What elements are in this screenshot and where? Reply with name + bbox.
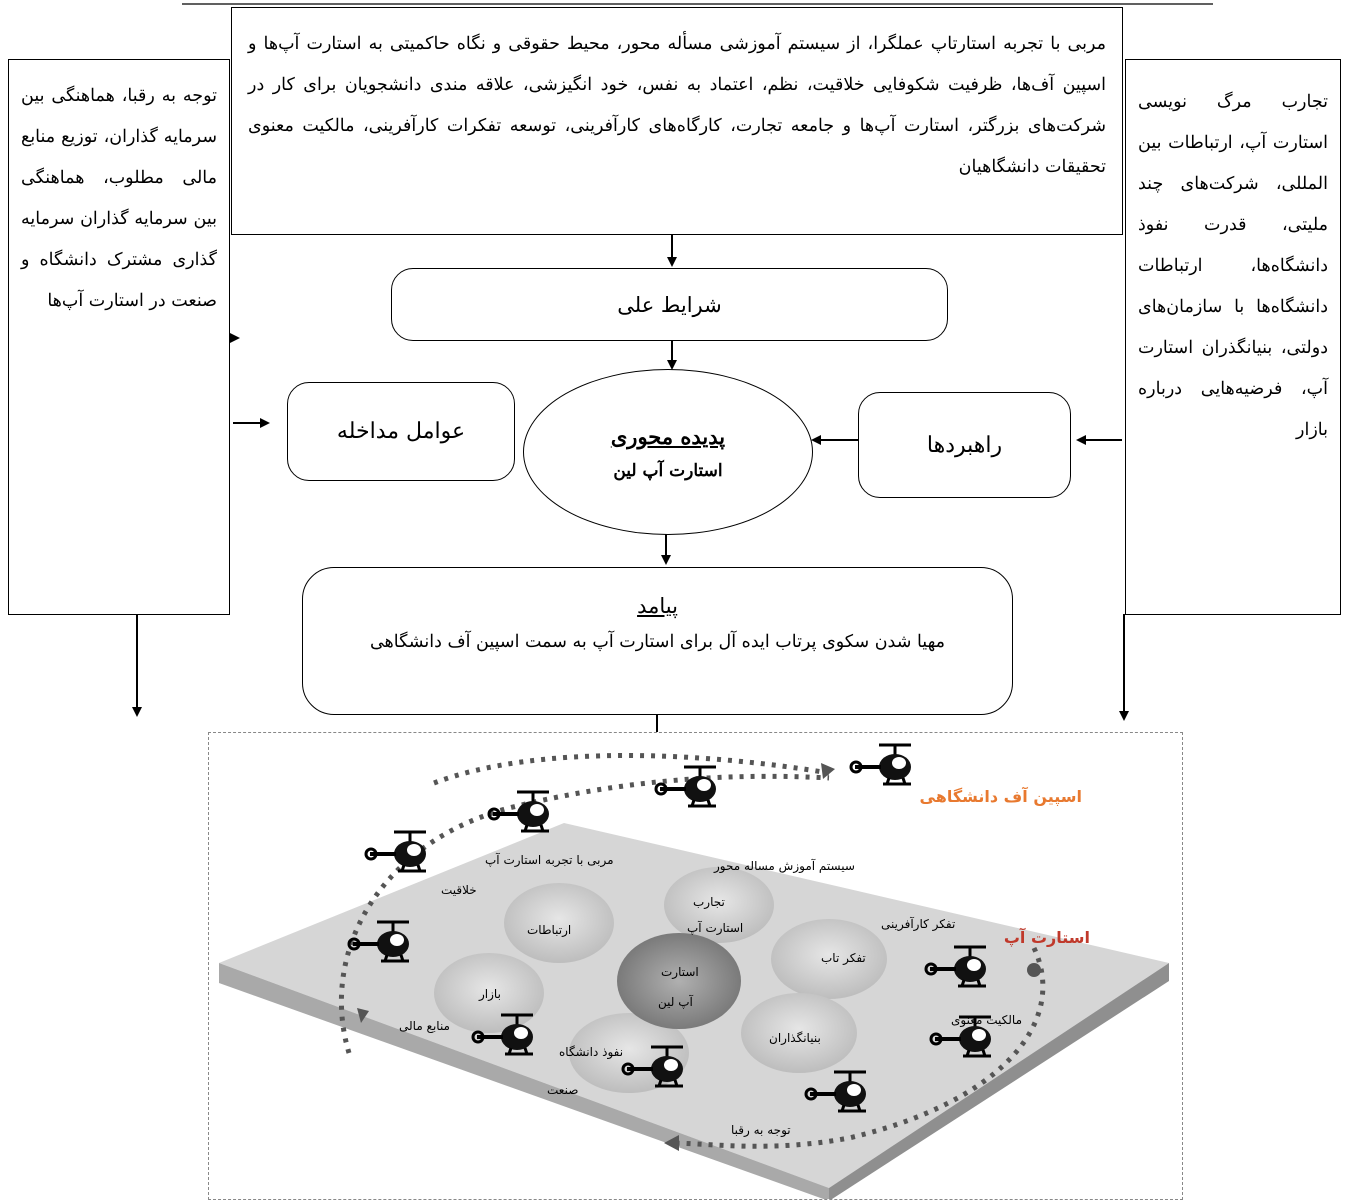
intervening-factors-text: توجه به رقبا، هماهنگی بین سرمایه گذاران،… <box>21 86 217 311</box>
label-relations: ارتباطات <box>527 923 572 937</box>
label-experiences-1: تجارب <box>693 895 725 909</box>
causal-factors-text: مربی با تجربه استارتاپ عملگرا، از سیستم … <box>248 34 1106 177</box>
label-industry: صنعت <box>547 1083 579 1097</box>
label-competitors: توجه به رقبا <box>731 1123 791 1137</box>
label-market: بازار <box>479 987 501 1001</box>
strategy-factors-box: تجارب مرگ نویسی استارت آپ، ارتباطات بین … <box>1125 59 1341 615</box>
strategies-box: راهبردها <box>858 392 1071 498</box>
outcome-text: مهیا شدن سکوی پرتاب ایده آل برای استارت … <box>369 632 946 652</box>
startup-launch-illustration: اسپین آف دانشگاهی استارت آپ مربی با تجرب… <box>208 732 1183 1200</box>
intervening-box: عوامل مداخله <box>287 382 515 481</box>
causal-conditions-label: شرایط علی <box>617 292 722 317</box>
orbit-bottom <box>668 946 1046 1149</box>
label-center-2: آپ لین <box>658 995 693 1009</box>
causal-factors-box: مربی با تجربه استارتاپ عملگرا، از سیستم … <box>231 7 1123 235</box>
orbit-top <box>433 753 830 786</box>
outcome-box: پیامد مهیا شدن سکوی پرتاب ایده آل برای ا… <box>302 567 1013 715</box>
label-univ-influence: نفوذ دانشگاه <box>559 1045 624 1059</box>
core-phenomenon-title: پدیده محوری <box>610 423 726 449</box>
scene-title-spinoff: اسپین آف دانشگاهی <box>919 787 1082 806</box>
label-tab-thinking: تفکر تاب <box>821 951 866 965</box>
label-creativity: خلاقیت <box>441 883 477 897</box>
label-center-1: استارت <box>661 965 699 979</box>
orbit-left <box>339 773 830 1054</box>
scene-title-startup: استارت آپ <box>1003 928 1090 947</box>
intervening-label: عوامل مداخله <box>336 419 466 444</box>
label-intellectual-property: مالکیت معنوی <box>951 1013 1023 1027</box>
strategy-factors-text: تجارب مرگ نویسی استارت آپ، ارتباطات بین … <box>1138 92 1328 440</box>
label-financial: منابع مالی <box>399 1019 450 1033</box>
core-phenomenon-ellipse: پدیده محوری استارت آپ لین <box>523 369 813 535</box>
causal-conditions-box: شرایط علی <box>391 268 948 341</box>
label-mentor: مربی با تجربه استارت آپ <box>485 853 614 867</box>
scene-svg <box>219 743 1169 1199</box>
outcome-title: پیامد <box>637 594 678 618</box>
label-problem-system: سیستم آموزش مساله محور <box>714 859 855 873</box>
core-phenomenon-subtitle: استارت آپ لین <box>613 460 723 481</box>
label-founders: بنیانگذاران <box>769 1031 821 1045</box>
intervening-factors-box: توجه به رقبا، هماهنگی بین سرمایه گذاران،… <box>8 59 230 615</box>
label-experiences-2: استارت آپ <box>687 921 744 935</box>
label-entre-thinking: تفکر کارآفرینی <box>881 917 956 931</box>
strategies-label: راهبردها <box>926 432 1003 458</box>
